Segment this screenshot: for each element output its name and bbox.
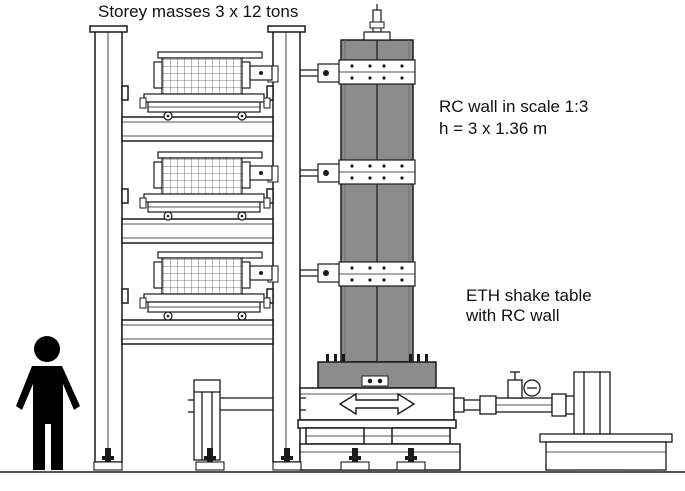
- base-plate-4: [340, 448, 370, 471]
- wall-clamp-3: [338, 59, 416, 85]
- storey-mass-3: [139, 51, 279, 121]
- link-rod-3: [249, 63, 341, 83]
- storey-beam-3: [121, 116, 274, 142]
- wall-clamp-2: [338, 159, 416, 185]
- reaction-frame: [539, 371, 673, 471]
- base-plate-1: [93, 448, 123, 471]
- base-plate-2: [195, 448, 225, 471]
- base-plate-3: [272, 448, 302, 471]
- link-rod-2: [249, 163, 341, 183]
- hydraulic-actuator: [453, 371, 577, 417]
- storey-masses-label: Storey masses 3 x 12 tons: [98, 2, 299, 21]
- storey-beams: [121, 116, 274, 345]
- storey-beam-2: [121, 218, 274, 244]
- frame-column-right: [272, 29, 301, 463]
- rc-wall-label-line1: RC wall in scale 1:3: [439, 97, 589, 116]
- link-rod-1: [249, 263, 341, 283]
- rc-wall-label-line2: h = 3 x 1.36 m: [439, 119, 548, 138]
- person-silhouette: [16, 336, 80, 470]
- support-frame: [188, 379, 306, 461]
- storey-mass-2: [139, 151, 279, 221]
- motion-arrow: [338, 392, 416, 416]
- shake-table-label-line1: ETH shake table: [466, 286, 592, 305]
- wall-clamps: [338, 59, 416, 287]
- connection-links: [249, 63, 341, 283]
- rc-wall: [340, 4, 414, 363]
- shake-table-label-line2: with RC wall: [466, 306, 560, 325]
- wall-clamp-1: [338, 261, 416, 287]
- shake-table: [297, 354, 461, 471]
- base-plate-5: [396, 448, 426, 471]
- storey-beam-1: [121, 319, 274, 345]
- frame-column-left: [94, 29, 123, 463]
- storey-mass-1: [139, 251, 279, 321]
